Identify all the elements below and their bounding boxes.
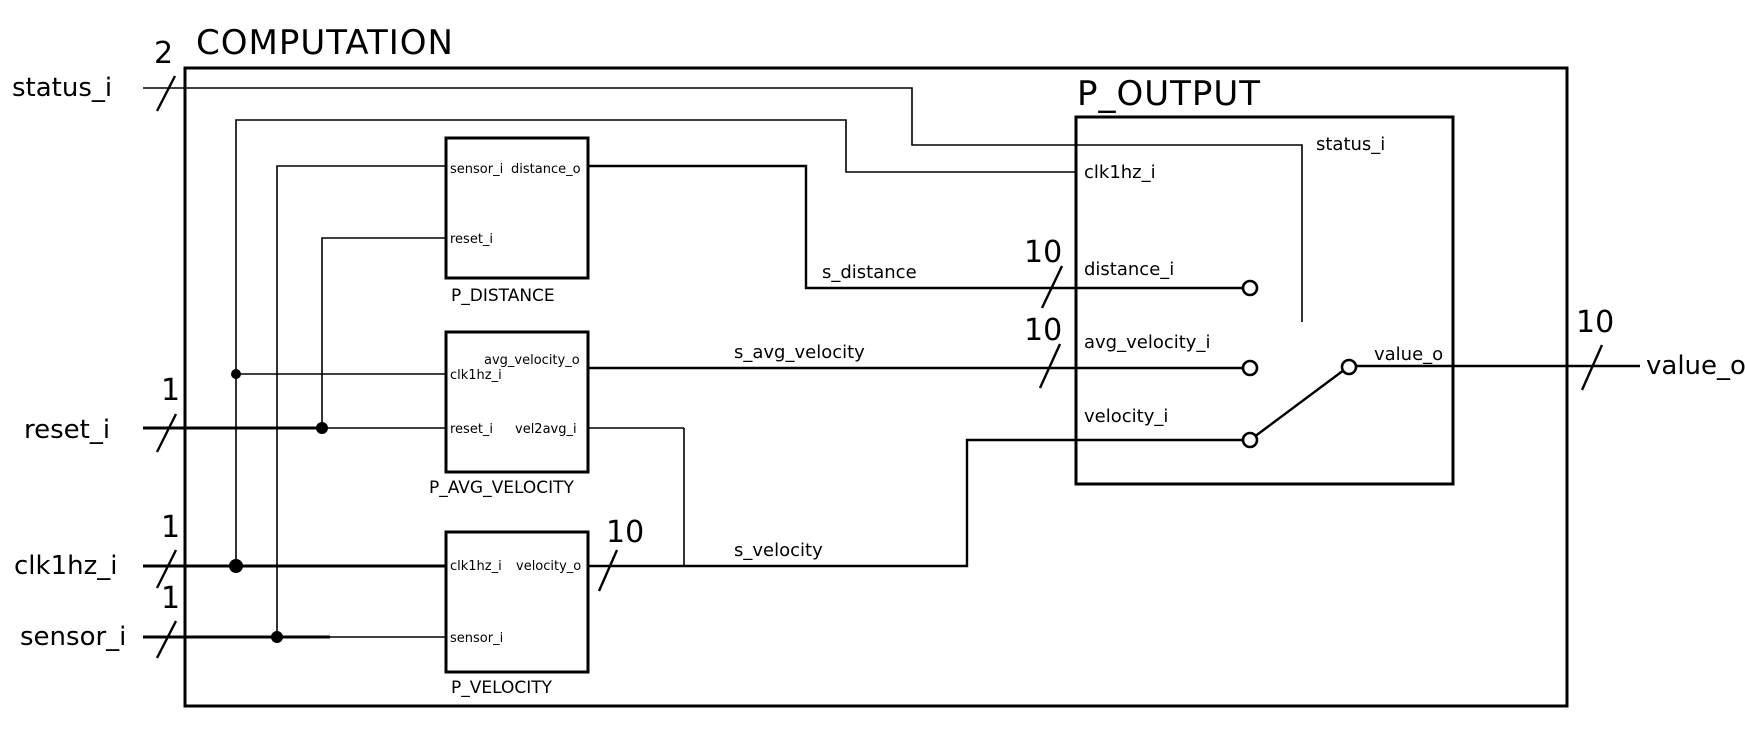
p-distance-port-reset: reset_i — [450, 232, 493, 247]
s-distance-label: s_distance — [822, 262, 917, 283]
clk-bus-width: 1 — [161, 510, 180, 545]
sensor-junction — [271, 631, 283, 643]
input-reset-label: reset_i — [24, 415, 110, 445]
input-clk-label: clk1hz_i — [14, 551, 117, 581]
sensor-bus-width: 1 — [161, 581, 180, 616]
p-velocity-port-velocity: velocity_o — [516, 559, 581, 574]
status-wire — [143, 87, 1303, 322]
computation-boundary — [183, 66, 1569, 708]
p-velocity-port-sensor: sensor_i — [450, 631, 503, 646]
p-distance-port-distance: distance_o — [511, 162, 581, 177]
p-output-port-avg-velocity: avg_velocity_i — [1084, 332, 1210, 353]
p-velocity-name: P_VELOCITY — [451, 678, 553, 698]
reset-wire-distance — [321, 237, 446, 428]
p-avg-port-avg: avg_velocity_o — [484, 353, 580, 368]
mux-terminal-avg-velocity — [1241, 359, 1259, 377]
distance-in-bus-width: 10 — [1024, 235, 1062, 270]
avg-in-bus-width: 10 — [1024, 313, 1062, 348]
mux-terminal-output — [1340, 358, 1358, 376]
p-avg-port-vel2avg: vel2avg_i — [515, 422, 577, 437]
p-output-name: P_OUTPUT — [1077, 74, 1261, 114]
p-output-port-status: status_i — [1316, 134, 1385, 155]
distance-in-bus-slash — [1040, 265, 1064, 309]
p-output-port-value: value_o — [1374, 344, 1443, 365]
mux-terminal-velocity — [1241, 431, 1259, 449]
velocity-bus-slash — [597, 549, 619, 592]
clk-junction-avg — [231, 369, 241, 379]
block-p-output — [1074, 115, 1455, 486]
value-out-bus-slash — [1580, 344, 1604, 391]
sensor-wire-distance — [276, 165, 446, 637]
clk-junction-main — [229, 559, 243, 573]
clk-bus-slash — [155, 549, 178, 589]
reset-bus-width: 1 — [161, 373, 180, 408]
input-sensor-label: sensor_i — [20, 622, 126, 652]
p-distance-name: P_DISTANCE — [451, 286, 555, 306]
p-velocity-port-clk: clk1hz_i — [450, 559, 502, 574]
computation-title: COMPUTATION — [196, 23, 454, 63]
s-velocity-label: s_velocity — [734, 540, 823, 561]
velocity-bus-width: 10 — [606, 515, 644, 550]
output-value-label: value_o — [1646, 351, 1745, 381]
sensor-bus-slash — [155, 620, 178, 659]
s-avg-velocity-label: s_avg_velocity — [734, 342, 865, 363]
p-avg-velocity-name: P_AVG_VELOCITY — [429, 478, 574, 498]
p-output-port-distance: distance_i — [1084, 259, 1174, 280]
value-out-bus-width: 10 — [1576, 305, 1614, 340]
p-output-port-clk: clk1hz_i — [1084, 162, 1156, 183]
p-distance-port-sensor: sensor_i — [450, 162, 503, 177]
reset-junction — [316, 422, 328, 434]
p-avg-port-clk: clk1hz_i — [450, 368, 502, 383]
p-avg-port-reset: reset_i — [450, 422, 493, 437]
s-velocity-wire — [588, 438, 1249, 568]
block-p-distance — [444, 136, 590, 280]
block-p-avg-velocity — [444, 330, 590, 474]
status-bus-slash — [155, 75, 177, 112]
mux-terminal-distance — [1241, 279, 1259, 297]
block-p-velocity — [444, 530, 590, 674]
clk-wire-output — [235, 119, 1076, 566]
avg-in-bus-slash — [1038, 343, 1062, 389]
input-status-label: status_i — [12, 73, 112, 103]
reset-bus-slash — [155, 413, 178, 453]
s-distance-wire — [588, 164, 1249, 290]
mux-switch-arm — [1249, 366, 1349, 441]
p-output-port-velocity: velocity_i — [1084, 406, 1168, 427]
status-bus-width: 2 — [154, 36, 173, 71]
